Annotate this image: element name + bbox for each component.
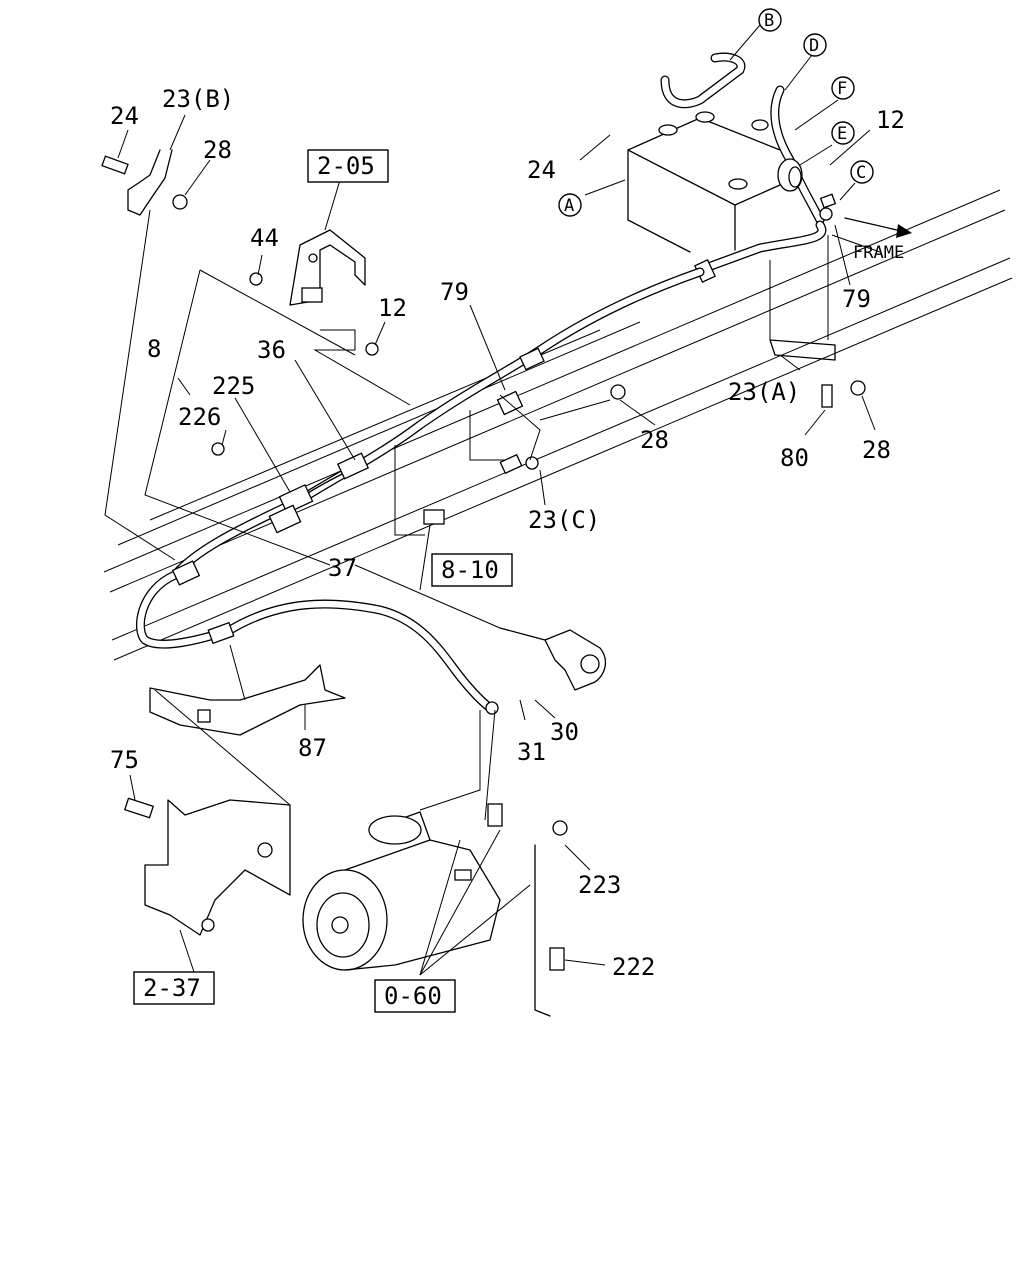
- part-label-28-mid: 28: [640, 426, 669, 454]
- leader-lines: [117, 24, 881, 976]
- part-label-24-left: 24: [110, 102, 139, 130]
- part-label-23b: 23(B): [162, 85, 234, 113]
- connector-37: [499, 627, 607, 691]
- ref-box-label-0-60: 0-60: [384, 982, 442, 1010]
- ref-boxes: 2-05 8-10 0-60 2-37: [133, 149, 513, 1013]
- clamp-23c: [211, 272, 626, 525]
- part-label-225: 225: [212, 372, 255, 400]
- bracket-2-05: [289, 229, 366, 306]
- part-label-12-mid: 12: [378, 294, 407, 322]
- part-label-28-left: 28: [203, 136, 232, 164]
- part-label-30: 30: [550, 718, 579, 746]
- circle-label-f: F: [837, 79, 847, 99]
- ref-box-label-2-05: 2-05: [317, 152, 375, 180]
- frame-label: FRAME: [853, 243, 904, 263]
- harness: [268, 452, 370, 534]
- ref-box-label-8-10: 8-10: [441, 556, 499, 584]
- bracket-2-37: [123, 797, 291, 936]
- part-label-80: 80: [780, 444, 809, 472]
- construction-lines: [104, 209, 829, 811]
- main-cable: [135, 267, 705, 715]
- part-label-28-right: 28: [862, 436, 891, 464]
- frame-rails: [103, 189, 1013, 661]
- circle-label-e: E: [837, 124, 847, 144]
- ref-box-8-10: [431, 553, 513, 587]
- part-label-79-mid: 79: [440, 278, 469, 306]
- part-label-23a: 23(A): [728, 378, 800, 406]
- bracket-23a: [769, 339, 866, 408]
- part-label-36: 36: [257, 336, 286, 364]
- ref-box-2-37: [133, 971, 215, 1005]
- circle-label-c: C: [856, 163, 866, 183]
- ref-box-0-60: [374, 979, 456, 1013]
- circle-label-a: A: [564, 196, 574, 216]
- circle-labels: A B C D E F: [558, 8, 874, 217]
- bracket-87: [149, 664, 346, 736]
- part-labels: 24 23(B) 28 44 12 79 36 8 225 226 23(C) …: [110, 85, 905, 981]
- frame-arrow: FRAME: [844, 217, 912, 263]
- starter-motor: [302, 803, 568, 1017]
- part-label-31: 31: [517, 738, 546, 766]
- part-label-12-right: 12: [876, 106, 905, 134]
- part-label-24-right: 24: [527, 156, 556, 184]
- part-label-87: 87: [298, 734, 327, 762]
- battery-cables: [660, 52, 837, 283]
- part-label-23c: 23(C): [528, 506, 600, 534]
- part-label-223: 223: [578, 871, 621, 899]
- part-label-79-right: 79: [842, 285, 871, 313]
- part-label-8: 8: [147, 335, 161, 363]
- ref-box-2-05: [307, 149, 389, 183]
- part-label-222: 222: [612, 953, 655, 981]
- ref-box-label-2-37: 2-37: [143, 974, 201, 1002]
- part-label-75: 75: [110, 746, 139, 774]
- circle-label-b: B: [764, 11, 774, 31]
- circle-label-d: D: [809, 36, 819, 56]
- bracket-23b: [101, 149, 188, 216]
- battery-box: [627, 111, 781, 253]
- part-label-37: 37: [328, 554, 357, 582]
- part-label-226: 226: [178, 403, 221, 431]
- part-label-44: 44: [250, 224, 279, 252]
